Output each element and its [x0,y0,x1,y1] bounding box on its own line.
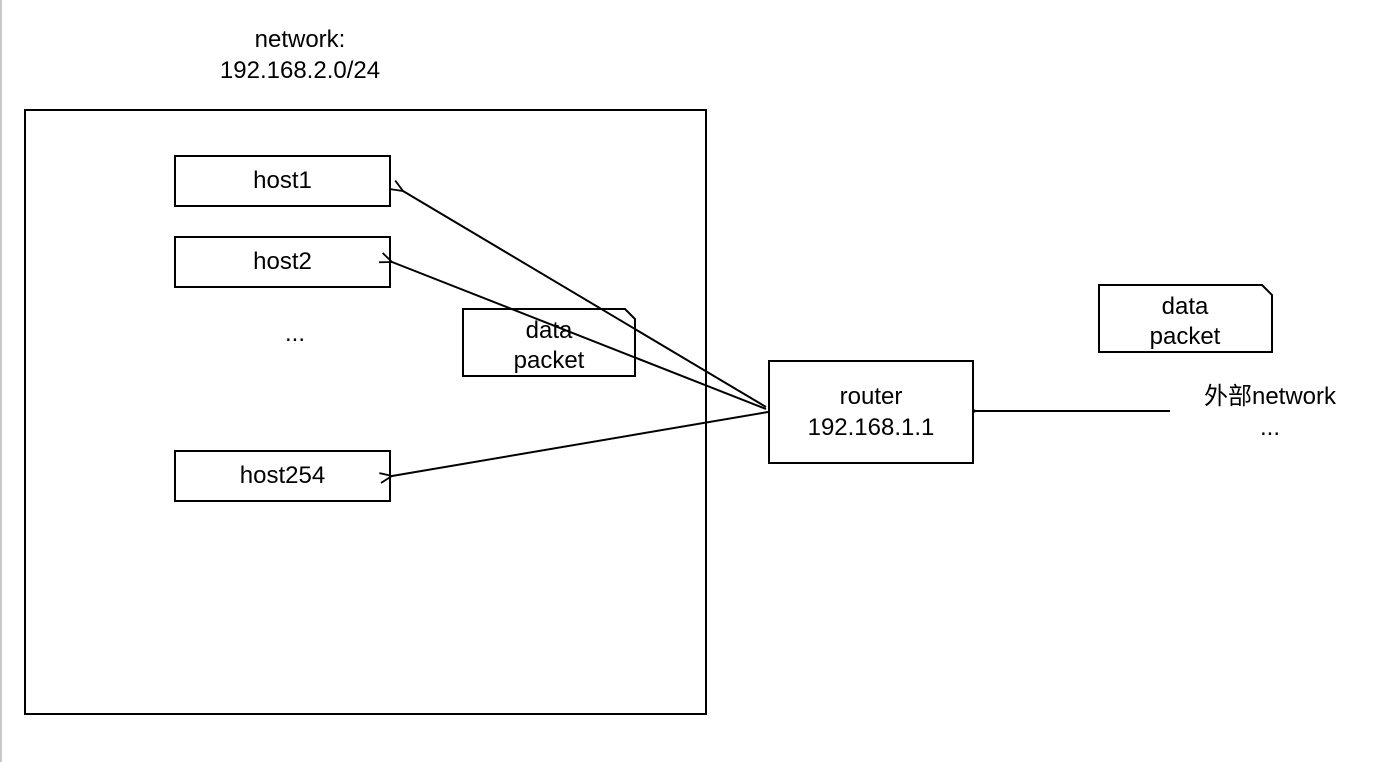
host254-label: host254 [239,462,326,489]
host2-node[interactable]: host2 [174,236,391,288]
router-ip: 192.168.1.1 [807,414,935,441]
external-network-label: 外部network ... [1180,381,1360,443]
hosts-ellipsis: ... [284,320,305,347]
host2-label: host2 [253,248,312,275]
internal-data-packet-label: data packet [464,316,634,376]
external-data-packet-shape[interactable] [1098,284,1273,353]
external-data-packet-label: data packet [1100,292,1270,352]
host1-node[interactable]: host1 [174,155,391,207]
host1-label: host1 [253,167,312,194]
router-node[interactable]: router 192.168.1.1 [768,360,974,464]
external-network-line2: ... [1259,414,1280,441]
external-packet-line1: data [1161,293,1209,320]
internal-packet-line2: packet [513,347,585,374]
external-network-line1: 外部network [1203,383,1337,410]
arrow-router-to-host1 [403,191,767,408]
host254-node[interactable]: host254 [174,450,391,502]
network-title-line2: 192.168.2.0/24 [219,57,381,84]
internal-packet-line1: data [525,317,573,344]
network-title-line1: network: [254,26,346,53]
network-title: network: 192.168.2.0/24 [160,24,440,86]
arrow-router-to-host2 [392,262,767,410]
router-label: router [839,383,903,410]
canvas-left-edge [0,0,2,762]
network-container [24,109,707,715]
internal-data-packet-shape[interactable] [462,308,636,377]
arrow-router-to-host254 [392,411,769,476]
external-packet-line2: packet [1149,323,1221,350]
